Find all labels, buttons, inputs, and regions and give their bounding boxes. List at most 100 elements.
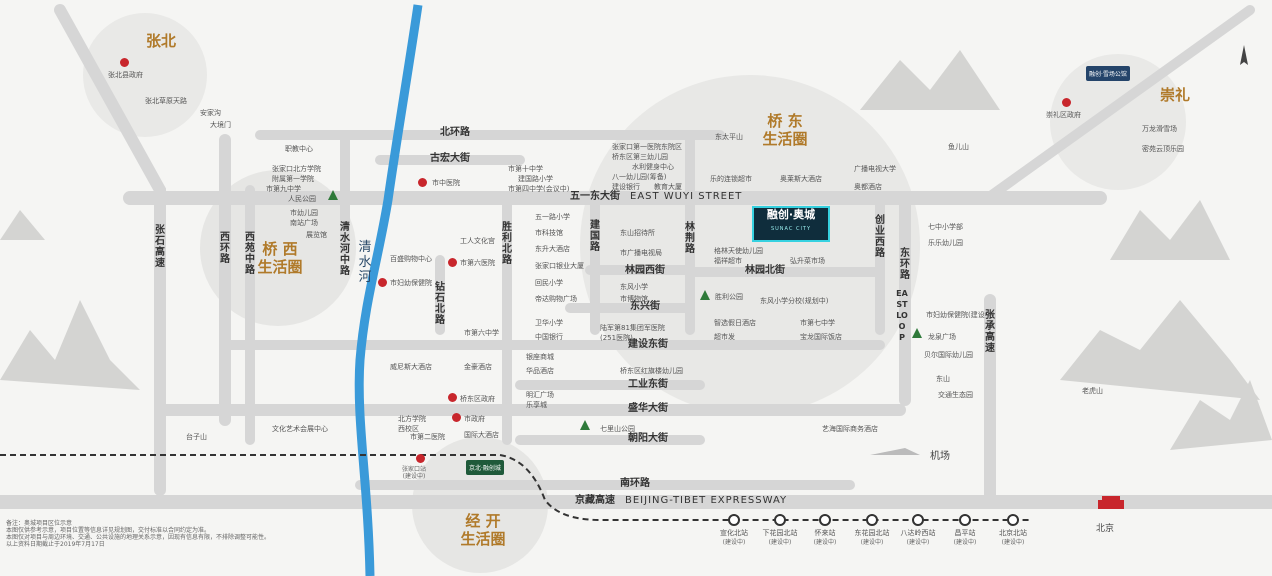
poi-hosp2: 市第二医院 xyxy=(410,433,445,441)
poi-longquan: 龙泉广场 xyxy=(928,333,956,341)
station-label: 八达岭西站 xyxy=(900,529,936,537)
road-chuangyexi: 创业西路 xyxy=(875,215,885,259)
poi-minghui: 明汇广场 xyxy=(526,391,554,399)
qiaodong-circle xyxy=(580,75,920,415)
gov-star-icon xyxy=(452,413,461,422)
road-wuyi-en: EAST WUYI STREET xyxy=(630,191,743,202)
poi-museum: 市博物馆 xyxy=(620,295,648,303)
station-label: 怀来站 xyxy=(814,529,836,537)
poi-workers: 工人文化宫 xyxy=(460,237,495,245)
poi-wenhua: 文化艺术会展中心 xyxy=(272,425,328,433)
station-marker xyxy=(912,514,924,526)
poi-fuyou: 市妇幼保健院 xyxy=(390,279,432,287)
poi-weinisi: 威尼斯大酒店 xyxy=(390,363,432,371)
project-marker[interactable]: 融创·奥城 SUNAC CITY xyxy=(752,206,830,242)
poi-qili: 七里山公园 xyxy=(600,425,635,433)
chongli-circle xyxy=(1050,54,1186,190)
road-network xyxy=(0,4,1272,509)
map-note: 备注：奥城项目区位示意 本图仅供参考示意，项目位置等信息详见规划图，交付标准以合… xyxy=(6,520,271,548)
station-status: (建设中) xyxy=(906,539,930,546)
poi-chongli-gov: 崇礼区政府 xyxy=(1046,111,1081,119)
poi-huapin: 华品酒店 xyxy=(526,367,554,375)
beijing-gate-icon xyxy=(1098,496,1124,509)
poi-zhanlan: 展览馆 xyxy=(306,231,327,239)
road-qingshuihezhong: 清水河中路 xyxy=(340,222,350,277)
poi-primary7: 七中小学部 xyxy=(928,223,963,231)
poi-wanlong: 万龙滑雪场 xyxy=(1142,125,1177,133)
poi-dongshan-hotel: 东山招待所 xyxy=(620,229,655,237)
poi-jiaotong: 交通生态园 xyxy=(938,391,973,399)
poi-fuxiang: 福祥超市 xyxy=(714,257,742,265)
poi-renmin-park: 人民公园 xyxy=(288,195,316,203)
poi-yuyin: 张家口银业大厦 xyxy=(535,262,584,270)
poi-jinhao: 金豪酒店 xyxy=(464,363,492,371)
poi-anjiagou: 安家沟 xyxy=(200,109,221,117)
road-beihuan: 北环路 xyxy=(440,127,470,138)
poi-baolong: 宝龙国际饭店 xyxy=(800,333,842,341)
road-linyuanxi: 林园西街 xyxy=(625,265,665,276)
poi-bayi: 八一幼儿园(筹备) xyxy=(612,173,667,181)
poi-hongsheng: 弘升菜市场 xyxy=(790,257,825,265)
poi-chaoshifa: 超市发 xyxy=(714,333,735,341)
station-label: 北京北站 xyxy=(999,529,1027,537)
city-beijing: 北京 xyxy=(1096,524,1115,534)
district-qiaodong: 桥 东生活圈 xyxy=(762,112,808,148)
rail-station-icon xyxy=(416,454,425,463)
city-chongli: 崇礼 xyxy=(1160,86,1191,104)
station-marker xyxy=(866,514,878,526)
river-label: 清水河 xyxy=(358,240,372,285)
road-shenglibei: 胜利北路 xyxy=(502,222,512,266)
station-status: (建设中) xyxy=(813,539,837,546)
road-eastloop: EAST LOOP xyxy=(896,289,908,342)
city-zhangbei: 张北 xyxy=(146,32,177,50)
poi-gelin: 格林天使幼儿园 xyxy=(714,247,763,255)
poi-middle6: 市第六中学 xyxy=(464,329,499,337)
poi-lianhuan: 乐的连锁超市 xyxy=(710,175,752,183)
poi-tv: 广播电视大学 xyxy=(854,165,896,173)
poi-fuyou2: 市妇幼保健院(建设中) xyxy=(926,311,995,319)
road-nanhuan: 南环路 xyxy=(620,478,650,489)
station-marker xyxy=(1007,514,1019,526)
poi-guoji: 国际大酒店 xyxy=(464,431,499,439)
airport-icon xyxy=(870,448,920,455)
poi-gov: 市政府 xyxy=(464,415,485,423)
park-icon xyxy=(700,290,710,300)
poi-hosp1: 张家口第一医院东院区 xyxy=(612,143,682,151)
poi-bank2: 建设银行 xyxy=(612,183,640,191)
poi-taiping: 东太平山 xyxy=(715,133,743,141)
park-icon xyxy=(912,328,922,338)
poi-dongfeng: 东风小学 xyxy=(620,283,648,291)
road-xihuan: 西环路 xyxy=(220,232,230,265)
poi-zhangbei-gov: 张北县政府 xyxy=(108,71,143,79)
poi-lele: 乐乐幼儿园 xyxy=(928,239,963,247)
road-jianshedong: 建设东街 xyxy=(628,339,668,350)
road-jingzang-en: BEIJING-TIBET EXPRESSWAY xyxy=(625,495,788,506)
station-marker xyxy=(774,514,786,526)
poi-school10: 市第十中学 xyxy=(508,165,543,173)
road-zhangcheng: 张承高速 xyxy=(985,310,995,354)
poi-miyuan: 密苑云顶乐园 xyxy=(1142,145,1184,153)
road-linjing: 林荆路 xyxy=(685,222,695,255)
poi-beier: 贝尔国际幼儿园 xyxy=(924,351,973,359)
station-marker xyxy=(819,514,831,526)
road-guhong: 古宏大街 xyxy=(430,153,470,164)
road-zuanshibei: 钻石北路 xyxy=(435,282,445,326)
poi-qiaodong-gov: 桥东区政府 xyxy=(460,395,495,403)
poi-army-hospital: 陆军第81集团军医院 (251医院) xyxy=(600,324,665,342)
poi-lemai: 乐享城 xyxy=(526,401,547,409)
poi-baisheng: 百盛购物中心 xyxy=(390,255,432,263)
station-label: 下花园北站 xyxy=(762,529,798,537)
poi-school9: 市第九中学 xyxy=(266,185,301,193)
district-jingkai: 经 开生活圈 xyxy=(460,512,506,548)
poi-olympic: 奥都酒店 xyxy=(854,183,882,191)
gov-star-icon xyxy=(120,58,129,67)
poi-zhangbei-road: 张北草原天路 xyxy=(145,97,187,105)
poi-zhangjiakou-station: 张家口站 (建设中) xyxy=(402,466,427,480)
road-chaoyang: 朝阳大街 xyxy=(628,433,668,444)
station-status: (建设中) xyxy=(860,539,884,546)
station-marker xyxy=(728,514,740,526)
poi-huimin: 回民小学 xyxy=(535,279,563,287)
poi-zhihao: 智选假日酒店 xyxy=(714,319,756,327)
poi-hospital6: 市第六医院 xyxy=(460,259,495,267)
